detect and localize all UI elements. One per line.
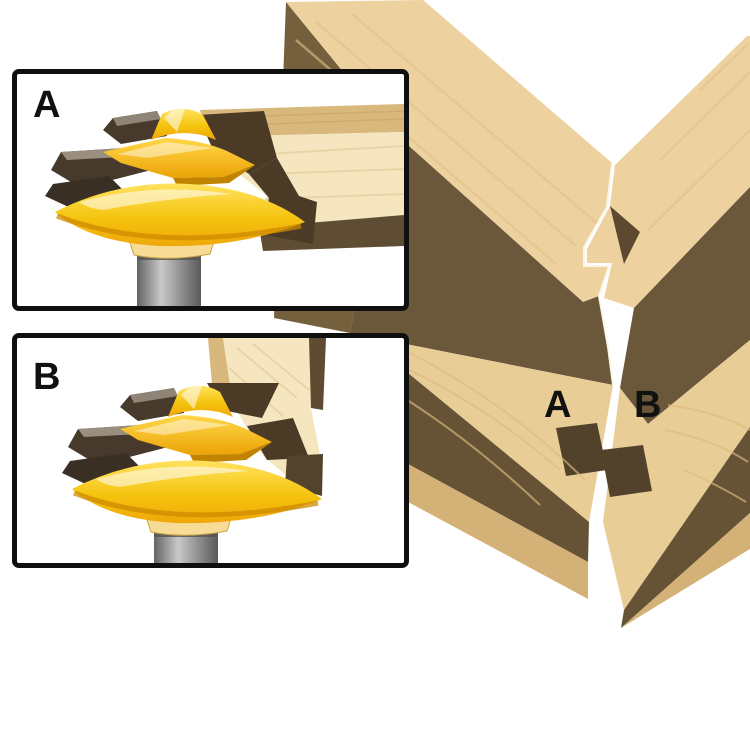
plank-b-outer-face bbox=[603, 340, 750, 610]
grain-line bbox=[647, 129, 750, 231]
plank-b-end-band bbox=[621, 513, 750, 628]
plank-a-outer-face bbox=[350, 333, 613, 522]
grain-line bbox=[659, 71, 750, 161]
plank-b-inner-face bbox=[620, 187, 750, 424]
plank-b-tongue-wedge bbox=[610, 206, 640, 264]
grain-arc bbox=[664, 429, 749, 463]
plank-b-grain bbox=[647, 43, 750, 231]
panel-b-label: B bbox=[33, 356, 61, 398]
plank-b-groove-notch bbox=[601, 445, 652, 497]
joint-label-b: B bbox=[634, 384, 662, 426]
grain-line bbox=[315, 21, 577, 247]
plank-a-groove-notch bbox=[556, 423, 607, 476]
panel-b-render bbox=[17, 338, 326, 563]
panel-a-render bbox=[17, 104, 404, 306]
grain-arc bbox=[667, 404, 750, 431]
plank-a-end-band bbox=[408, 464, 588, 599]
plank-b bbox=[587, 36, 750, 628]
grain-line bbox=[262, 168, 404, 175]
grain-arc bbox=[391, 343, 586, 481]
grain-line bbox=[252, 343, 310, 391]
inset-panel-a: A bbox=[12, 69, 409, 311]
panel-a-label: A bbox=[33, 84, 61, 126]
joint-label-a: A bbox=[544, 384, 572, 426]
grain-line bbox=[266, 145, 404, 155]
board-right-band bbox=[309, 338, 326, 410]
plank-b-face-grain bbox=[664, 404, 750, 503]
grain-arc bbox=[683, 469, 747, 503]
grain-line bbox=[699, 43, 749, 91]
grain-line bbox=[236, 347, 298, 399]
plank-a-inner-face bbox=[350, 129, 613, 385]
grain-line bbox=[351, 13, 599, 225]
joint-seam-line bbox=[583, 162, 614, 386]
board-b-workpiece bbox=[207, 338, 326, 496]
cut-shadow-mid bbox=[247, 418, 309, 460]
cut-shadow-upper bbox=[198, 111, 277, 174]
plank-b-edge-band bbox=[621, 427, 750, 628]
inset-panel-b: B bbox=[12, 333, 409, 568]
